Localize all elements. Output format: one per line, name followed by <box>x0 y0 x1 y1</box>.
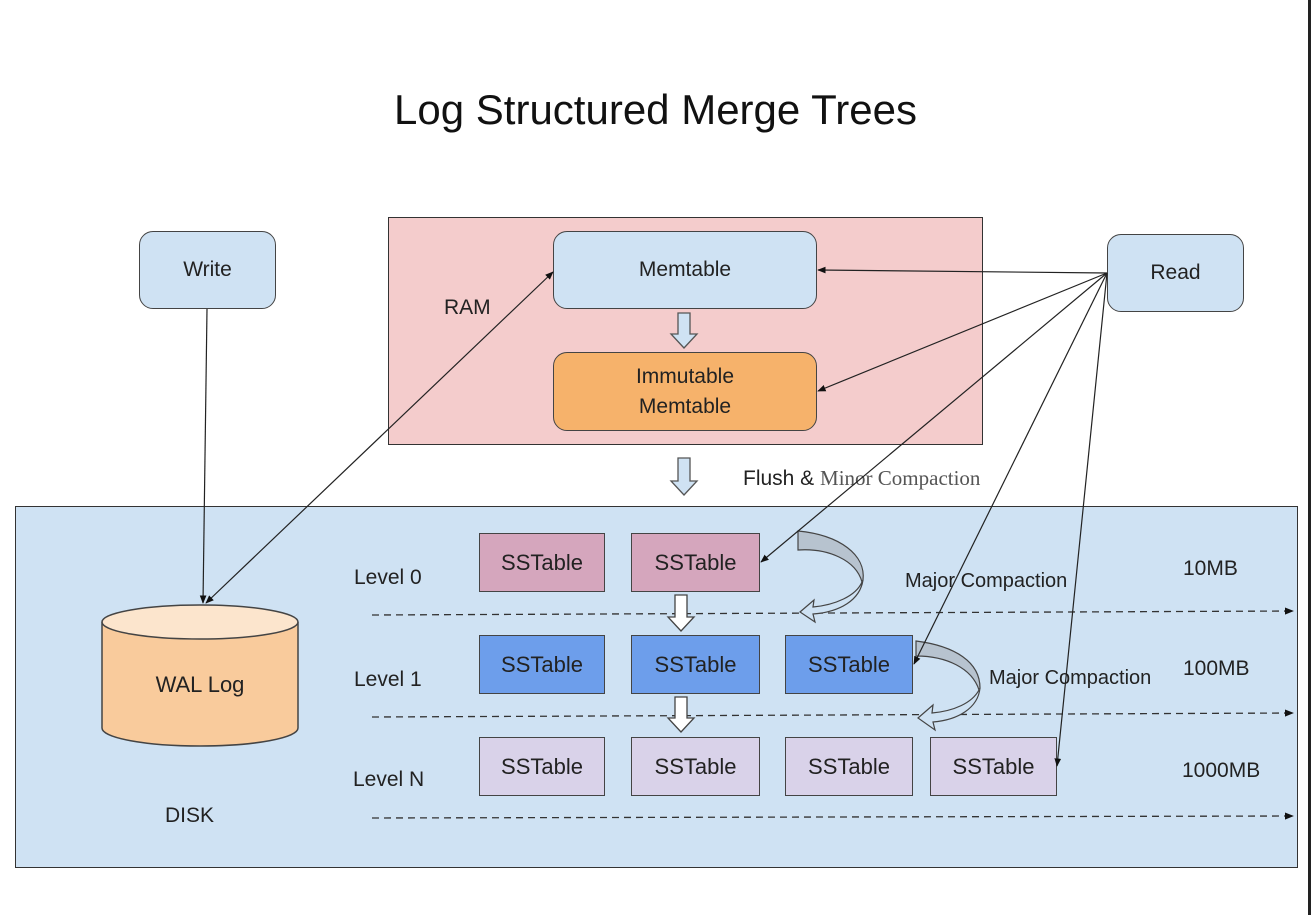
read-arrows <box>760 266 1108 767</box>
read-to-ln-arrow <box>1054 272 1108 767</box>
immutable-memtable-label: Immutable Memtable <box>635 364 735 418</box>
sstable-l1-3[interactable]: SSTable <box>785 635 913 694</box>
write-to-wal-arrow <box>199 308 208 604</box>
page-right-border <box>1308 0 1311 915</box>
major-compaction-label-1: Major Compaction <box>905 570 1068 592</box>
level-separators <box>371 607 1294 820</box>
memtable-to-immutable-arrow <box>669 312 699 349</box>
major-compaction-arrow-1 <box>797 530 864 624</box>
level-0-separator <box>371 607 1294 616</box>
level-1-size: 100MB <box>1183 657 1250 680</box>
sstable-l1-2[interactable]: SSTable <box>631 635 760 694</box>
l1-to-ln-arrow <box>666 696 696 733</box>
sstable-l0-2[interactable]: SSTable <box>631 533 760 592</box>
memtable-label: Memtable <box>638 258 732 281</box>
sstable-ln-2[interactable]: SSTable <box>631 737 760 796</box>
sstable-ln-4[interactable]: SSTable <box>930 737 1057 796</box>
level-1-label: Level 1 <box>354 668 422 691</box>
level-n-separator <box>371 812 1294 820</box>
sstable-ln-3[interactable]: SSTable <box>785 737 913 796</box>
level-n-size: 1000MB <box>1182 759 1261 782</box>
sstable-ln-1[interactable]: SSTable <box>479 737 605 796</box>
flush-arrow <box>669 457 699 496</box>
level-1-separator <box>371 709 1294 718</box>
read-to-l0-arrow <box>760 272 1108 563</box>
wal-to-memtable-arrow <box>205 271 554 604</box>
l0-to-l1-arrow <box>666 594 696 632</box>
read-node[interactable]: Read <box>1107 234 1244 312</box>
wal-log-label: WAL Log <box>155 672 245 697</box>
major-compaction-label-2: Major Compaction <box>989 667 1152 689</box>
major-compaction-arrow-2 <box>915 640 981 732</box>
flush-minor-compaction-label: Flush & Minor Compaction <box>743 466 981 490</box>
read-to-memtable-arrow <box>817 266 1108 274</box>
diagram-title: Log Structured Merge Trees <box>394 86 917 133</box>
level-0-size: 10MB <box>1183 557 1238 580</box>
sstable-l1-1[interactable]: SSTable <box>479 635 605 694</box>
wal-log-cylinder[interactable] <box>101 604 299 747</box>
read-to-immutable-arrow <box>817 272 1108 392</box>
level-n-label: Level N <box>353 768 425 791</box>
disk-label: DISK <box>165 804 215 827</box>
read-to-l1-arrow <box>913 272 1108 665</box>
immutable-memtable-node[interactable]: Immutable Memtable <box>553 352 817 431</box>
read-label: Read <box>1150 261 1201 284</box>
memtable-node[interactable]: Memtable <box>553 231 817 309</box>
